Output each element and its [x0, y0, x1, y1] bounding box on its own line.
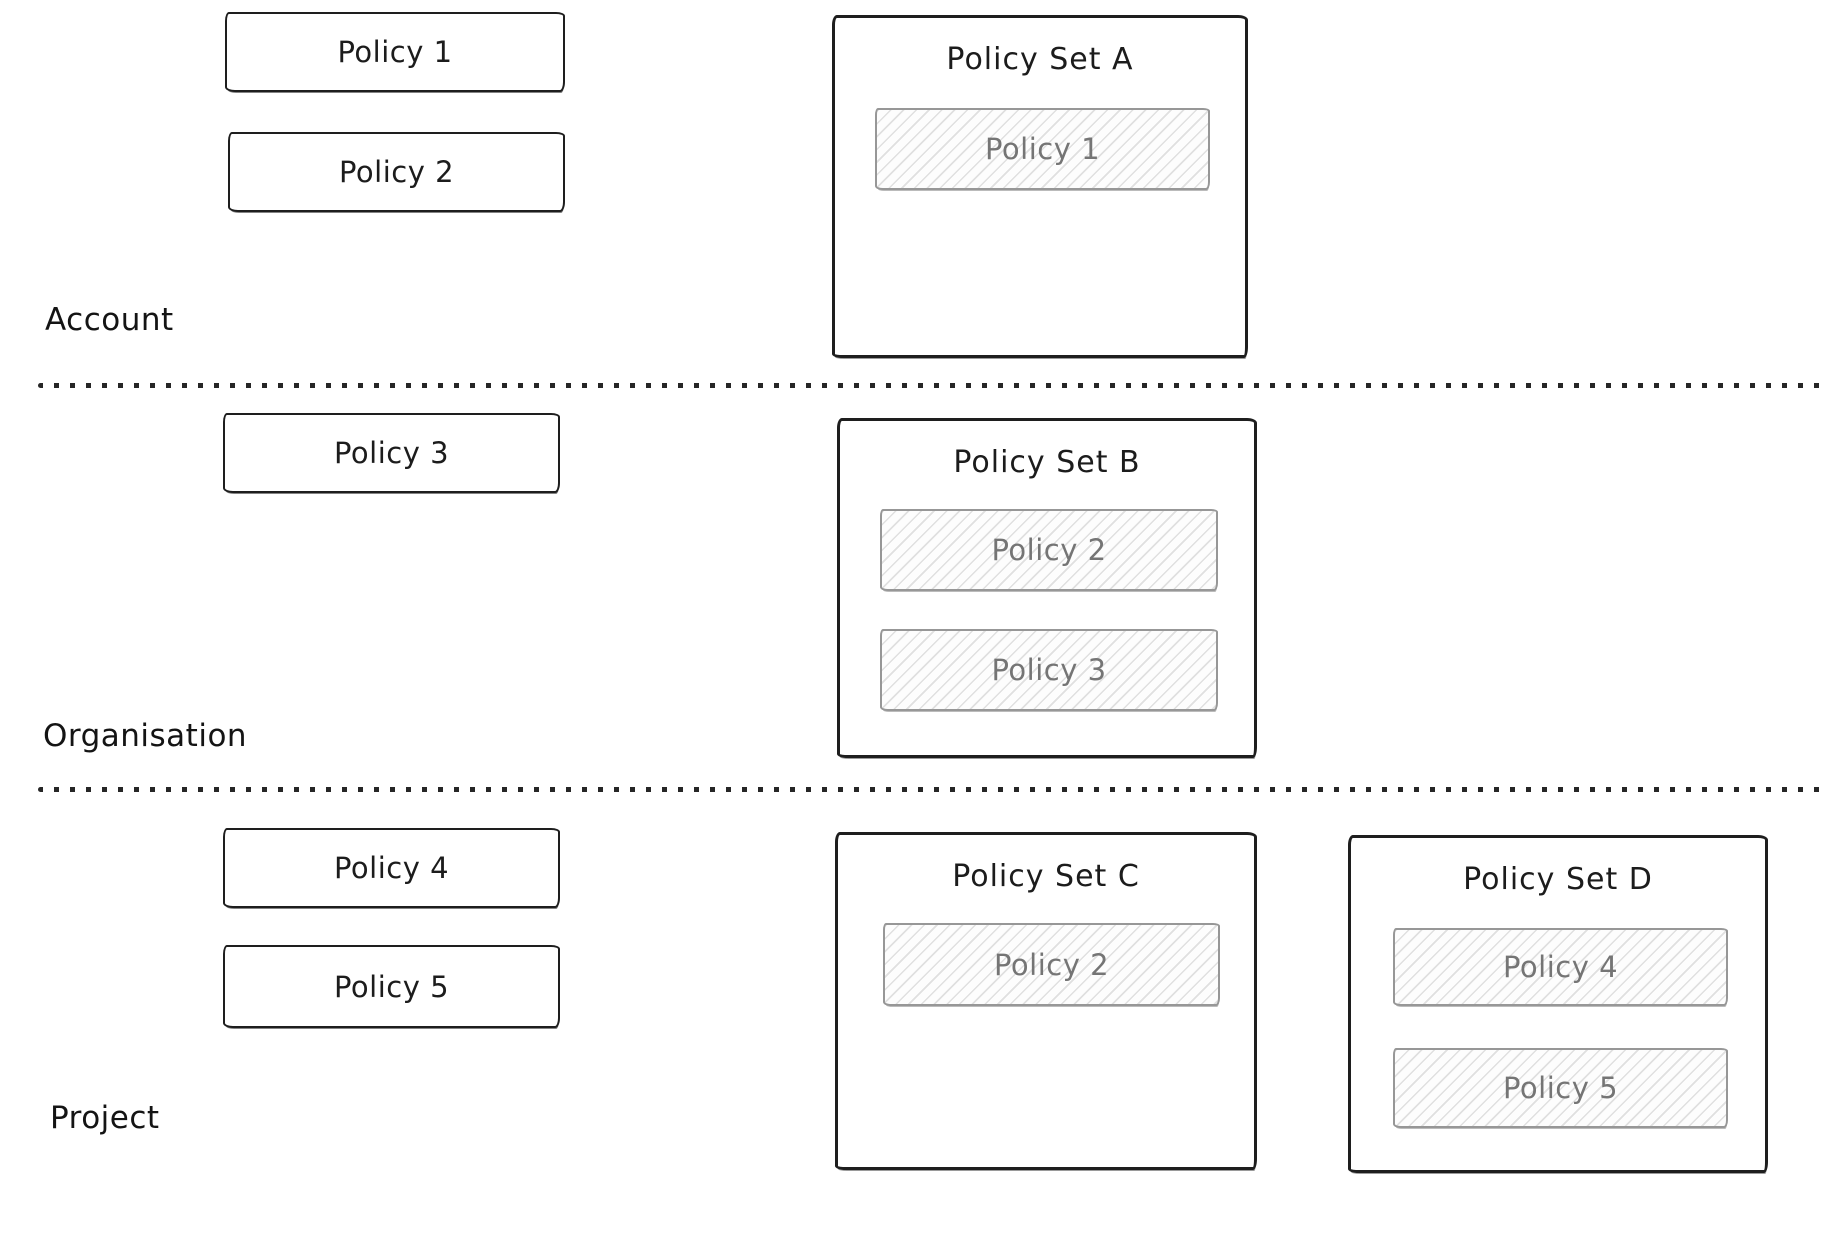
level-divider-account-organisation: [38, 383, 1826, 388]
policy-set-b-title: Policy Set B: [953, 445, 1141, 480]
policy-set-b-member-policy-3: Policy 3: [880, 629, 1218, 711]
level-label-project: Project: [50, 1100, 160, 1136]
policy-set-d: Policy Set D Policy 4 Policy 5: [1348, 835, 1768, 1173]
policy-set-a: Policy Set A Policy 1: [832, 15, 1248, 358]
policy-set-b-member-policy-2: Policy 2: [880, 509, 1218, 591]
policy-4-box: Policy 4: [223, 828, 560, 908]
policy-2-box: Policy 2: [228, 132, 565, 212]
policy-set-a-member-policy-1: Policy 1: [875, 108, 1210, 190]
level-divider-organisation-project: [38, 787, 1826, 792]
policy-set-d-title: Policy Set D: [1463, 862, 1653, 897]
policy-set-c-title: Policy Set C: [952, 859, 1140, 894]
level-label-account: Account: [45, 302, 174, 338]
policy-set-a-title: Policy Set A: [946, 42, 1134, 77]
policy-set-c-member-policy-2: Policy 2: [883, 923, 1220, 1006]
policy-5-box: Policy 5: [223, 945, 560, 1028]
policy-1-box: Policy 1: [225, 12, 565, 92]
level-label-organisation: Organisation: [43, 718, 248, 754]
policy-set-c: Policy Set C Policy 2: [835, 832, 1257, 1170]
policy-set-d-member-policy-4: Policy 4: [1393, 928, 1728, 1006]
policy-set-b: Policy Set B Policy 2 Policy 3: [837, 418, 1257, 758]
policy-3-box: Policy 3: [223, 413, 560, 493]
policy-set-d-member-policy-5: Policy 5: [1393, 1048, 1728, 1128]
